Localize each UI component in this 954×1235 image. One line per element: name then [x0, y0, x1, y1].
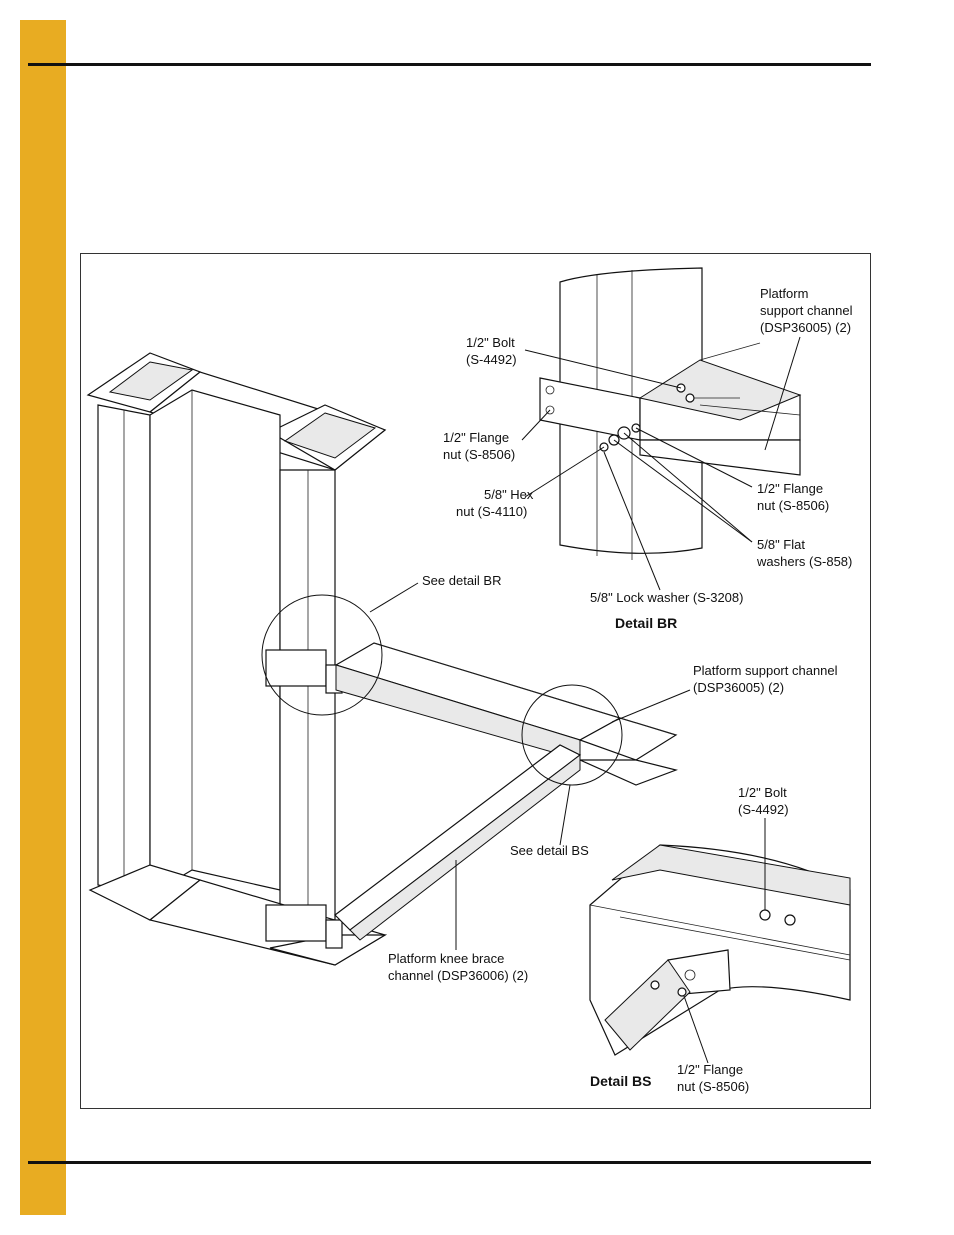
detail-br-leaders: [521, 336, 801, 591]
label-flange-nut-left-l1: 1/2" Flange: [443, 430, 509, 445]
label-flange-nut-right-l1: 1/2" Flange: [757, 481, 823, 496]
detail-bs-drawing: [589, 844, 851, 1056]
detail-br-title: Detail BR: [615, 615, 677, 631]
label-support-channel-l1: Platform: [760, 286, 808, 301]
detail-bs-labels: 1/2" Bolt (S-4492) 1/2" Flange nut (S-85…: [590, 785, 789, 1094]
label-bolt-l2: (S-4492): [466, 352, 517, 367]
label-lock-washer: 5/8" Lock washer (S-3208): [590, 590, 743, 605]
page-edge-color-bar: [20, 20, 66, 1215]
main-assembly-leaders: [369, 582, 691, 950]
label-bs-bolt-l2: (S-4492): [738, 802, 789, 817]
detail-bs-leaders: [683, 818, 766, 1064]
main-assembly-drawing: [86, 352, 679, 966]
label-hex-nut-l2: nut (S-4110): [456, 504, 527, 519]
label-bs-bolt-l1: 1/2" Bolt: [738, 785, 787, 800]
label-bs-flange-nut-l2: nut (S-8506): [677, 1079, 749, 1094]
label-support-channel-l3: (DSP36005) (2): [760, 320, 851, 335]
label-bolt-l1: 1/2" Bolt: [466, 335, 515, 350]
label-knee-brace-l1: Platform knee brace: [388, 951, 504, 966]
label-see-detail-bs: See detail BS: [510, 843, 589, 858]
label-flat-washers-l2: washers (S-858): [756, 554, 852, 569]
label-bs-flange-nut-l1: 1/2" Flange: [677, 1062, 743, 1077]
label-main-support-channel-l1: Platform support channel: [693, 663, 838, 678]
detail-br-labels: Platform support channel (DSP36005) (2) …: [443, 286, 853, 631]
label-main-support-channel-l2: (DSP36005) (2): [693, 680, 784, 695]
main-assembly-labels: See detail BR Platform support channel (…: [388, 573, 838, 983]
label-flat-washers-l1: 5/8" Flat: [757, 537, 805, 552]
label-support-channel-l2: support channel: [760, 303, 853, 318]
detail-br-drawing: [539, 267, 802, 560]
figure-frame: [80, 253, 871, 1109]
label-flange-nut-right-l2: nut (S-8506): [757, 498, 829, 513]
label-flange-nut-left-l2: nut (S-8506): [443, 447, 515, 462]
header-rule: [28, 63, 871, 66]
detail-bs-title: Detail BS: [590, 1073, 651, 1089]
footer-rule: [28, 1161, 871, 1164]
label-knee-brace-l2: channel (DSP36006) (2): [388, 968, 528, 983]
label-hex-nut-l1: 5/8" Hex: [484, 487, 534, 502]
label-see-detail-br: See detail BR: [422, 573, 502, 588]
